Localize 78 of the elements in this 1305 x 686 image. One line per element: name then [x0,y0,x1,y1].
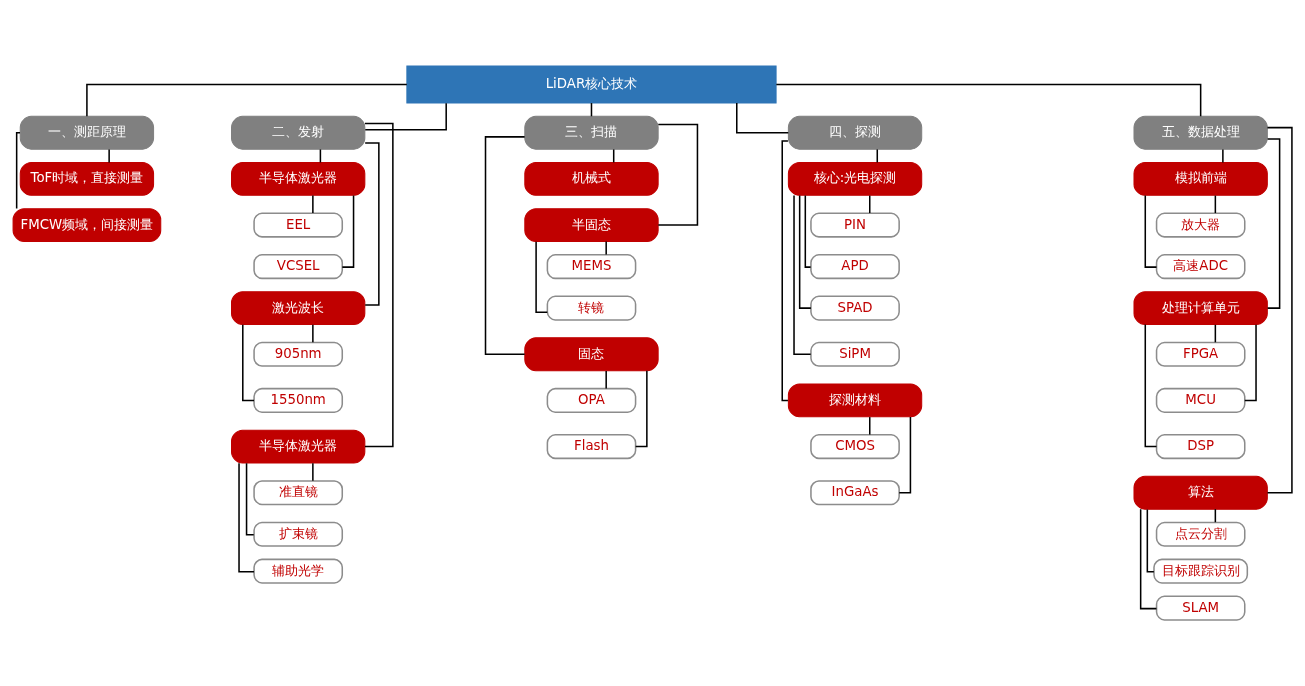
node-box: 一、测距原理 [19,115,155,150]
connector [341,194,355,268]
connector [736,102,790,134]
node-box: 1550nm [253,387,344,413]
connector [86,83,408,117]
connector [1244,323,1257,402]
node-box: 算法 [1133,475,1268,510]
node-box: SLAM [1155,595,1246,621]
node-box: 二、发射 [231,115,366,150]
connector [605,240,607,256]
node-box: 905nm [253,341,344,367]
node-box: 探测材料 [787,383,923,418]
node-box: FPGA [1155,341,1246,367]
node-box: 准直镜 [253,480,344,506]
connector [364,102,447,131]
node-box: 模拟前端 [1133,162,1268,196]
connector [1144,194,1158,268]
connector [312,324,314,344]
node-box: 半固态 [524,208,659,242]
connector [793,194,812,356]
node-box: 扩束镜 [253,521,344,547]
node-box: MCU [1155,387,1246,413]
connector [364,142,380,306]
node-box: 辅助光学 [253,558,344,584]
node-box: 四、探测 [787,115,923,150]
connector [868,416,871,436]
connector [898,416,912,494]
node-box: 五、数据处理 [1133,115,1268,150]
node-box: 激光波长 [231,291,366,326]
node-box: 半导体激光器 [231,429,366,464]
connector [868,194,871,214]
node-box: 高速ADC [1155,254,1246,280]
node-box: 目标跟踪识别 [1153,558,1249,584]
node-box: 固态 [524,337,659,372]
connector [1146,508,1155,573]
connector [781,140,789,402]
connector [312,462,314,482]
connector [108,148,110,164]
node-box: SiPM [810,341,900,367]
node-box: 转镜 [546,295,637,321]
connector [634,370,648,448]
connector [364,122,394,448]
node-box: APD [810,254,900,280]
node-box: VCSEL [253,254,344,280]
node-box: 半导体激光器 [231,162,366,196]
node-box: 放大器 [1155,212,1246,238]
connector [657,123,699,226]
node-box: 点云分割 [1155,521,1246,547]
node-box: MEMS [546,254,637,280]
node-box: 机械式 [524,162,659,196]
connector [1144,323,1158,448]
node-box: InGaAs [810,480,900,506]
connector [775,83,1202,117]
connector [242,323,255,402]
connector [1266,138,1281,309]
node-box: OPA [546,387,637,413]
connector [535,241,549,313]
node-box: ToF时域，直接测量 [19,162,155,196]
node-box: PIN [810,212,900,238]
node-box: EEL [253,212,344,238]
node-box: CMOS [810,434,900,460]
node-box: FMCW频域，间接测量 [12,208,162,242]
node-box: DSP [1155,434,1246,460]
node-box: Flash [546,434,637,460]
connector [15,132,21,210]
connector [1266,126,1293,494]
connector [798,194,812,309]
node-box: 核心:光电探测 [787,162,923,196]
connector [605,370,607,390]
node-box: 处理计算单元 [1133,291,1268,326]
connector [804,194,812,268]
connector [312,194,314,214]
node-box: LiDAR核心技术 [406,65,777,104]
connector [484,136,526,356]
connector [245,462,255,536]
connector [1222,148,1224,164]
node-box: SPAD [810,295,900,321]
node-box: 三、扫描 [524,115,659,150]
